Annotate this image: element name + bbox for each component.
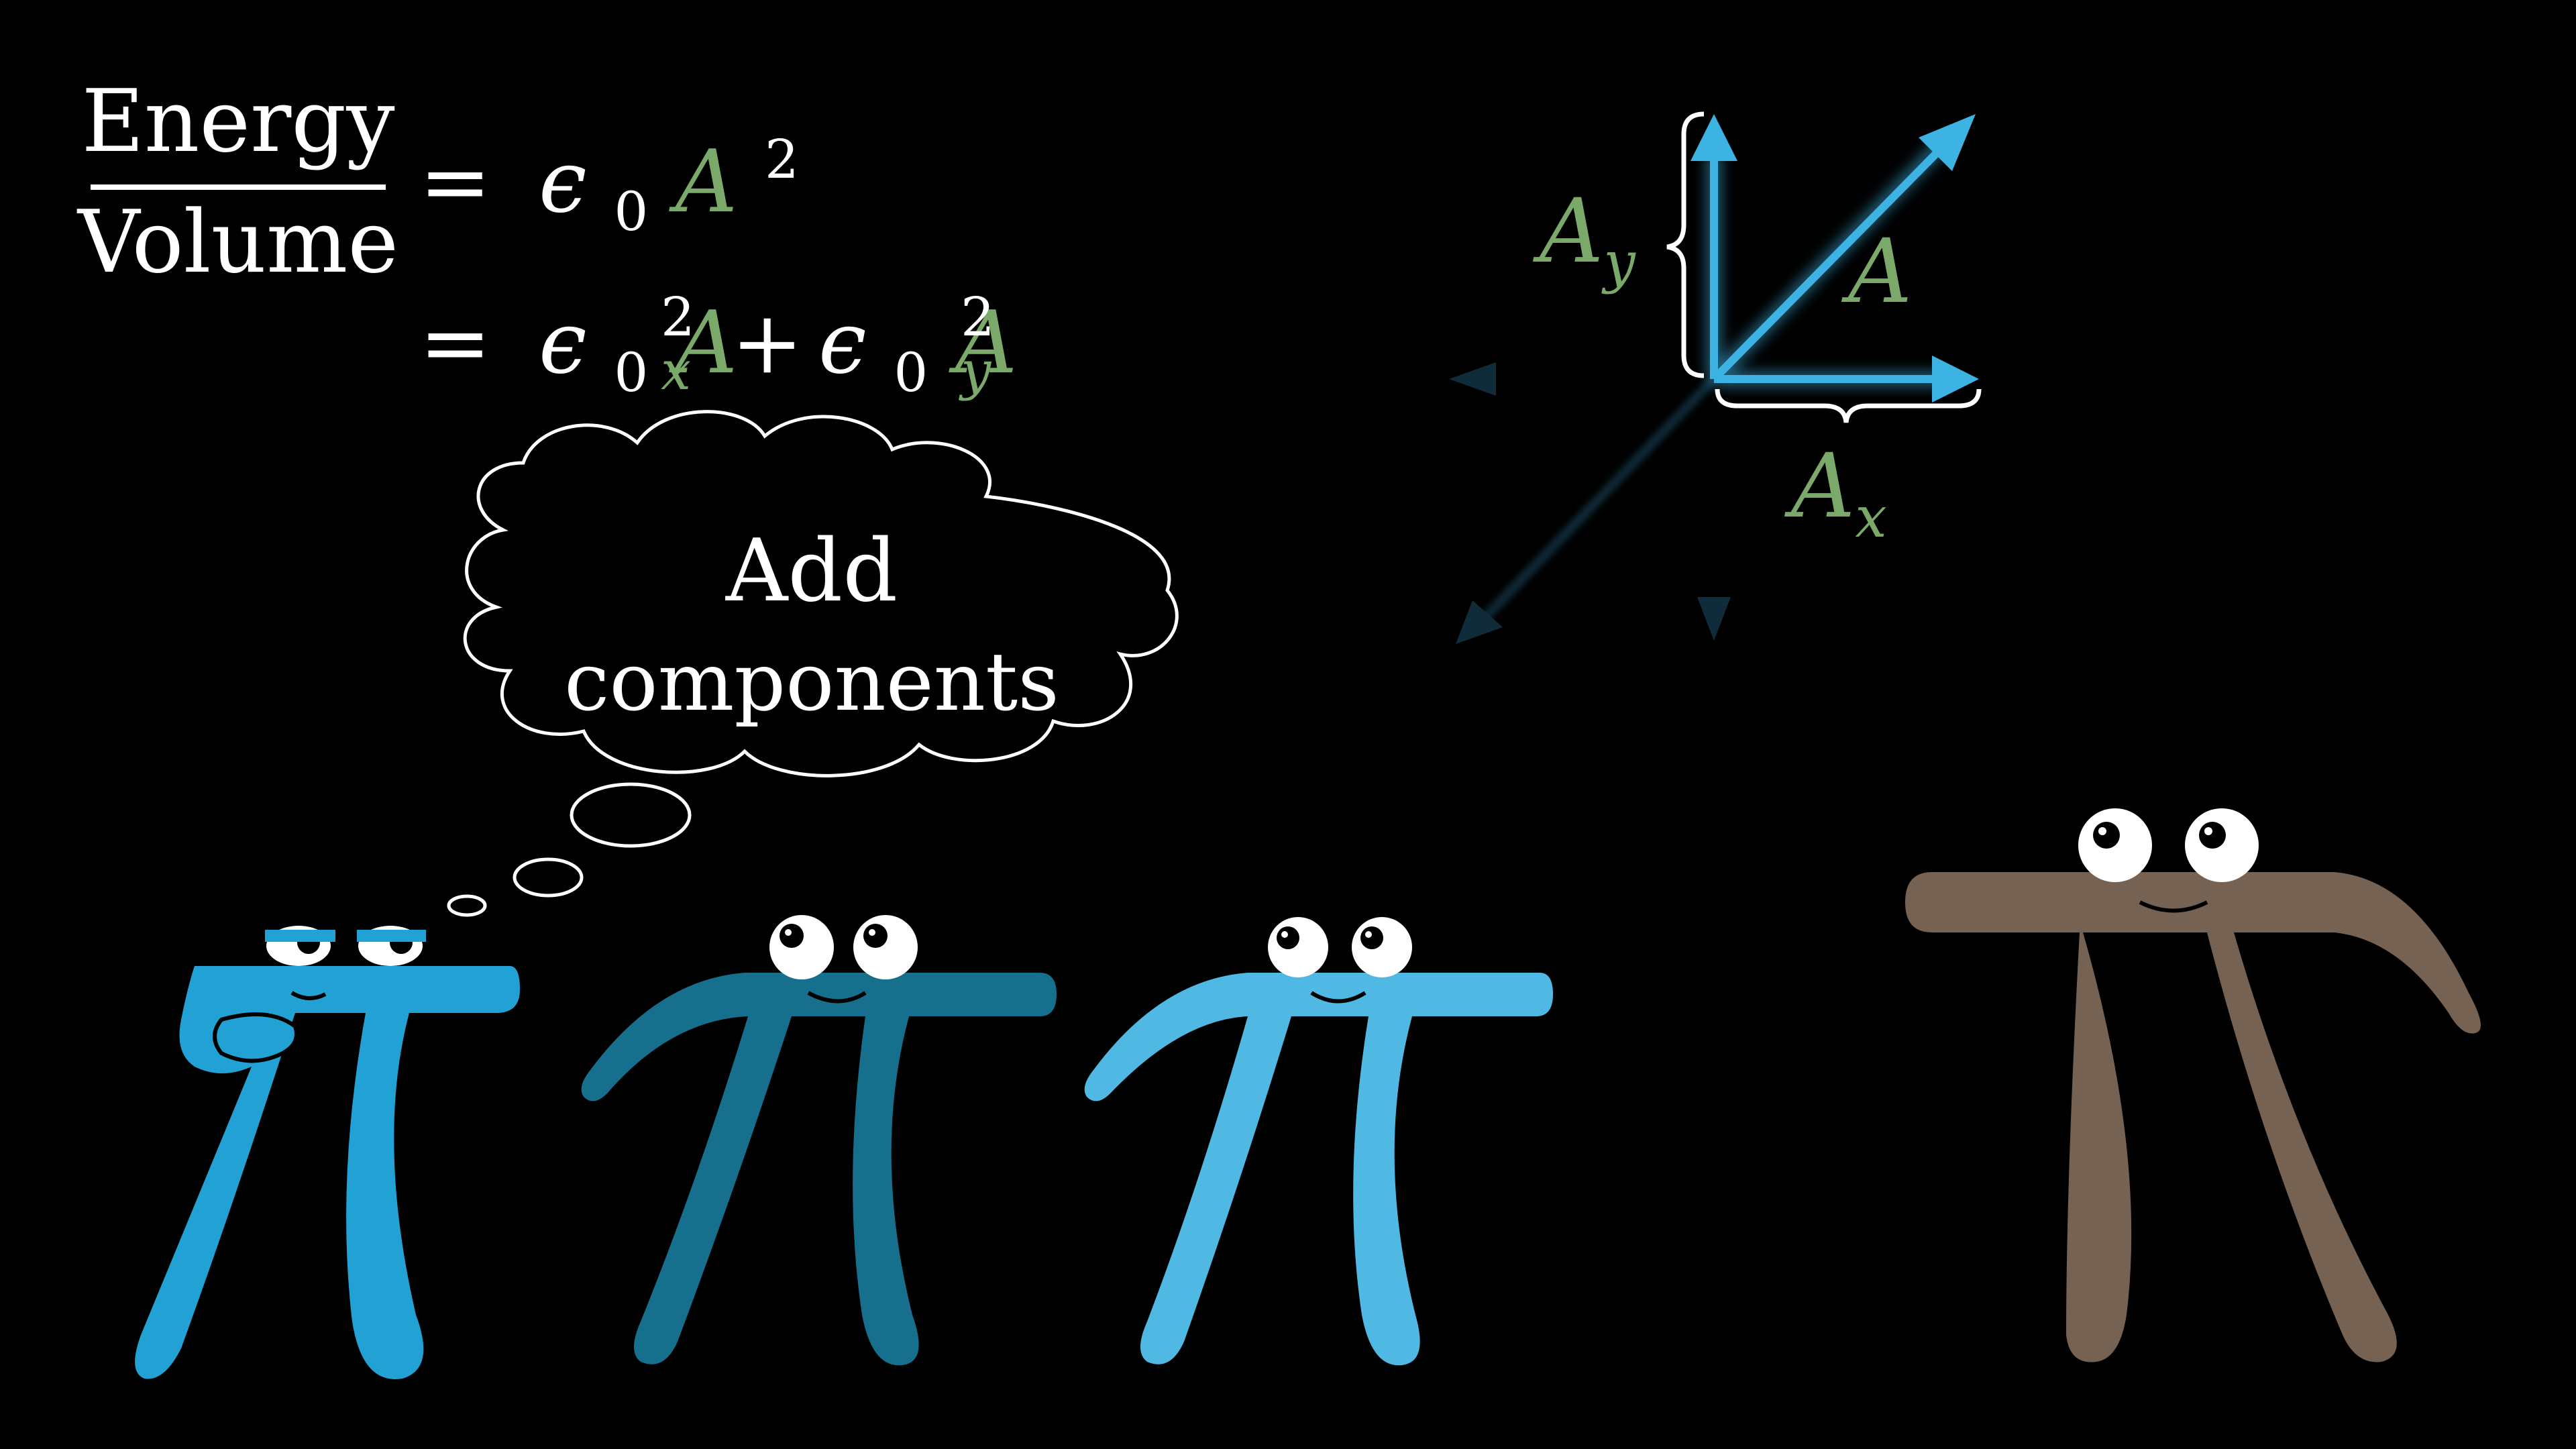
label-ax: Ax — [1784, 435, 1887, 550]
pi-body-2 — [581, 973, 1057, 1366]
epsilon-sub-3: 0 — [894, 341, 928, 404]
mouth-1 — [290, 991, 327, 1000]
faint-axes — [1449, 362, 1731, 644]
epsilon-3: ϵ — [818, 293, 867, 393]
pi-creature-thinking — [135, 926, 521, 1379]
equation-line-2b: ϵ 0 A — [818, 293, 1017, 412]
eyes-3 — [1268, 917, 1412, 977]
eyes-4 — [2078, 808, 2259, 882]
thought-dot-medium — [513, 857, 584, 898]
pi-body-4 — [1905, 872, 2481, 1362]
ax-arrow — [1714, 356, 1979, 402]
energy-equation: Energy Volume = ϵ 0 A 2 = ϵ 0 A 2 x + ϵ … — [76, 72, 1018, 412]
mouth-3 — [1310, 991, 1366, 1004]
thought-dot-large — [570, 782, 692, 848]
epsilon-1: ϵ — [539, 132, 587, 232]
thought-cloud — [463, 410, 1179, 777]
ax-subscript: x — [661, 339, 691, 402]
ax-exponent: 2 — [661, 286, 695, 348]
fraction-numerator: Energy — [81, 72, 394, 172]
equation-line-1: = ϵ 0 A 2 — [419, 128, 799, 251]
label-a: A — [1841, 220, 1912, 323]
thinking-hand — [213, 1012, 299, 1063]
ay-subscript: y — [959, 339, 992, 402]
mouth-4 — [2139, 900, 2208, 913]
var-ax: A — [669, 293, 737, 393]
exponent-1: 2 — [765, 128, 799, 191]
plus-sign: + — [731, 293, 803, 393]
equals-sign-1: = — [419, 132, 491, 232]
thought-line-2: components — [564, 636, 1059, 729]
mouth-2 — [807, 991, 867, 1004]
pi-creature-light-blue — [1084, 917, 1553, 1366]
var-ay: A — [949, 293, 1017, 393]
epsilon-sub-1: 0 — [614, 180, 648, 243]
ay-arrow — [1690, 114, 1737, 379]
fraction-denominator: Volume — [76, 193, 398, 292]
thought-line-1: Add — [725, 521, 898, 621]
label-ay: Ay — [1532, 180, 1636, 295]
ax-brace — [1715, 388, 1982, 423]
ay-exponent: 2 — [961, 286, 995, 348]
pi-creature-brown — [1905, 808, 2481, 1362]
epsilon-sub-2: 0 — [614, 341, 648, 404]
thought-dot-small — [447, 894, 487, 917]
thought-bubble: Add components — [447, 410, 1179, 917]
epsilon-2: ϵ — [539, 293, 587, 393]
fraction-bar — [91, 184, 386, 190]
a-arrow — [1711, 114, 1976, 382]
equation-line-2: = ϵ 0 A — [419, 293, 737, 412]
var-a-1: A — [669, 132, 737, 232]
pi-body-3 — [1084, 973, 1553, 1366]
vector-diagram: Ay A Ax — [1449, 111, 1982, 644]
pi-creature-dark-blue — [581, 915, 1057, 1366]
pi-body-1 — [135, 966, 521, 1379]
ay-brace — [1666, 111, 1705, 378]
eyes-1 — [265, 926, 426, 966]
equals-sign-2: = — [419, 293, 491, 393]
eyes-2 — [769, 915, 918, 979]
